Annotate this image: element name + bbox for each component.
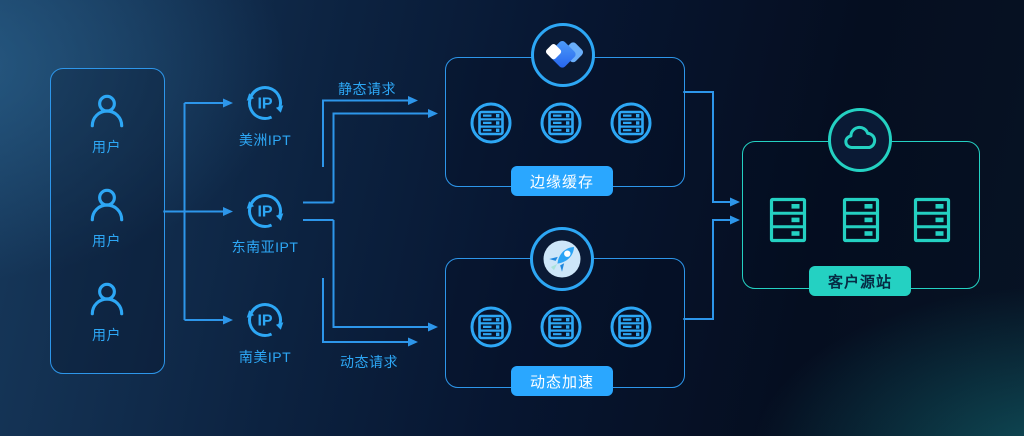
server-icon xyxy=(610,102,652,144)
ip-icon: IP xyxy=(246,86,284,120)
arrowhead xyxy=(428,322,438,332)
ipt-label-southeast-asia: 东南亚IPT xyxy=(231,239,299,255)
user-label: 用户 xyxy=(92,233,121,249)
line-dynamic-main xyxy=(332,220,429,328)
edge-cache-badge xyxy=(531,23,595,87)
cube-icon xyxy=(545,41,584,68)
line-static-main xyxy=(332,112,429,203)
rack-icon xyxy=(913,197,951,243)
line-dynaccel-to-origin xyxy=(683,219,731,320)
ip-icon-text: IP xyxy=(257,204,272,221)
origin-badge xyxy=(828,108,892,172)
line-static-parallel xyxy=(322,99,409,167)
line-dynamic-parallel xyxy=(322,278,409,343)
ip-icon: IP xyxy=(246,303,284,337)
static-request-label: 静态请求 xyxy=(338,81,396,97)
user-label: 用户 xyxy=(92,139,121,155)
edge-cache-label: 边缘缓存 xyxy=(529,173,594,191)
arrowhead xyxy=(730,215,740,225)
dynamic-accel-label: 动态加速 xyxy=(529,373,594,391)
ip-icon-text: IP xyxy=(257,96,272,113)
server-icon xyxy=(470,102,512,144)
rack-icon xyxy=(842,197,880,243)
arrowhead xyxy=(428,109,438,118)
line-edgecache-to-origin xyxy=(683,91,731,203)
ip-icon: IP xyxy=(246,194,284,228)
ip-icon-text: IP xyxy=(257,313,272,330)
server-icon xyxy=(540,102,582,144)
rocket-icon xyxy=(543,240,581,278)
users-panel xyxy=(50,68,165,374)
user-label: 用户 xyxy=(92,327,121,343)
ipt-label-south-america: 南美IPT xyxy=(238,349,292,365)
ipt-label-americas: 美洲IPT xyxy=(238,132,292,148)
arrowhead xyxy=(408,337,418,347)
server-icon xyxy=(540,306,582,348)
dynamic-request-label: 动态请求 xyxy=(340,354,398,370)
user-icon xyxy=(90,94,123,128)
user-item: 用户 xyxy=(50,184,163,251)
arrowhead xyxy=(223,207,233,216)
server-icon xyxy=(610,306,652,348)
rack-icon xyxy=(769,197,807,243)
arrowhead xyxy=(408,96,418,105)
user-icon xyxy=(90,282,123,316)
dynamic-accel-pill: 动态加速 xyxy=(511,366,613,396)
origin-pill: 客户源站 xyxy=(809,266,911,296)
server-icon xyxy=(470,306,512,348)
origin-label: 客户源站 xyxy=(827,273,892,291)
edge-cache-pill: 边缘缓存 xyxy=(511,166,613,196)
arrowhead xyxy=(730,197,740,207)
arrowhead xyxy=(223,98,233,108)
user-item: 用户 xyxy=(50,90,163,157)
arrowhead xyxy=(223,315,233,325)
user-icon xyxy=(90,188,123,222)
dynamic-accel-badge xyxy=(530,227,594,291)
cloud-icon xyxy=(844,125,877,149)
user-item: 用户 xyxy=(50,278,163,345)
